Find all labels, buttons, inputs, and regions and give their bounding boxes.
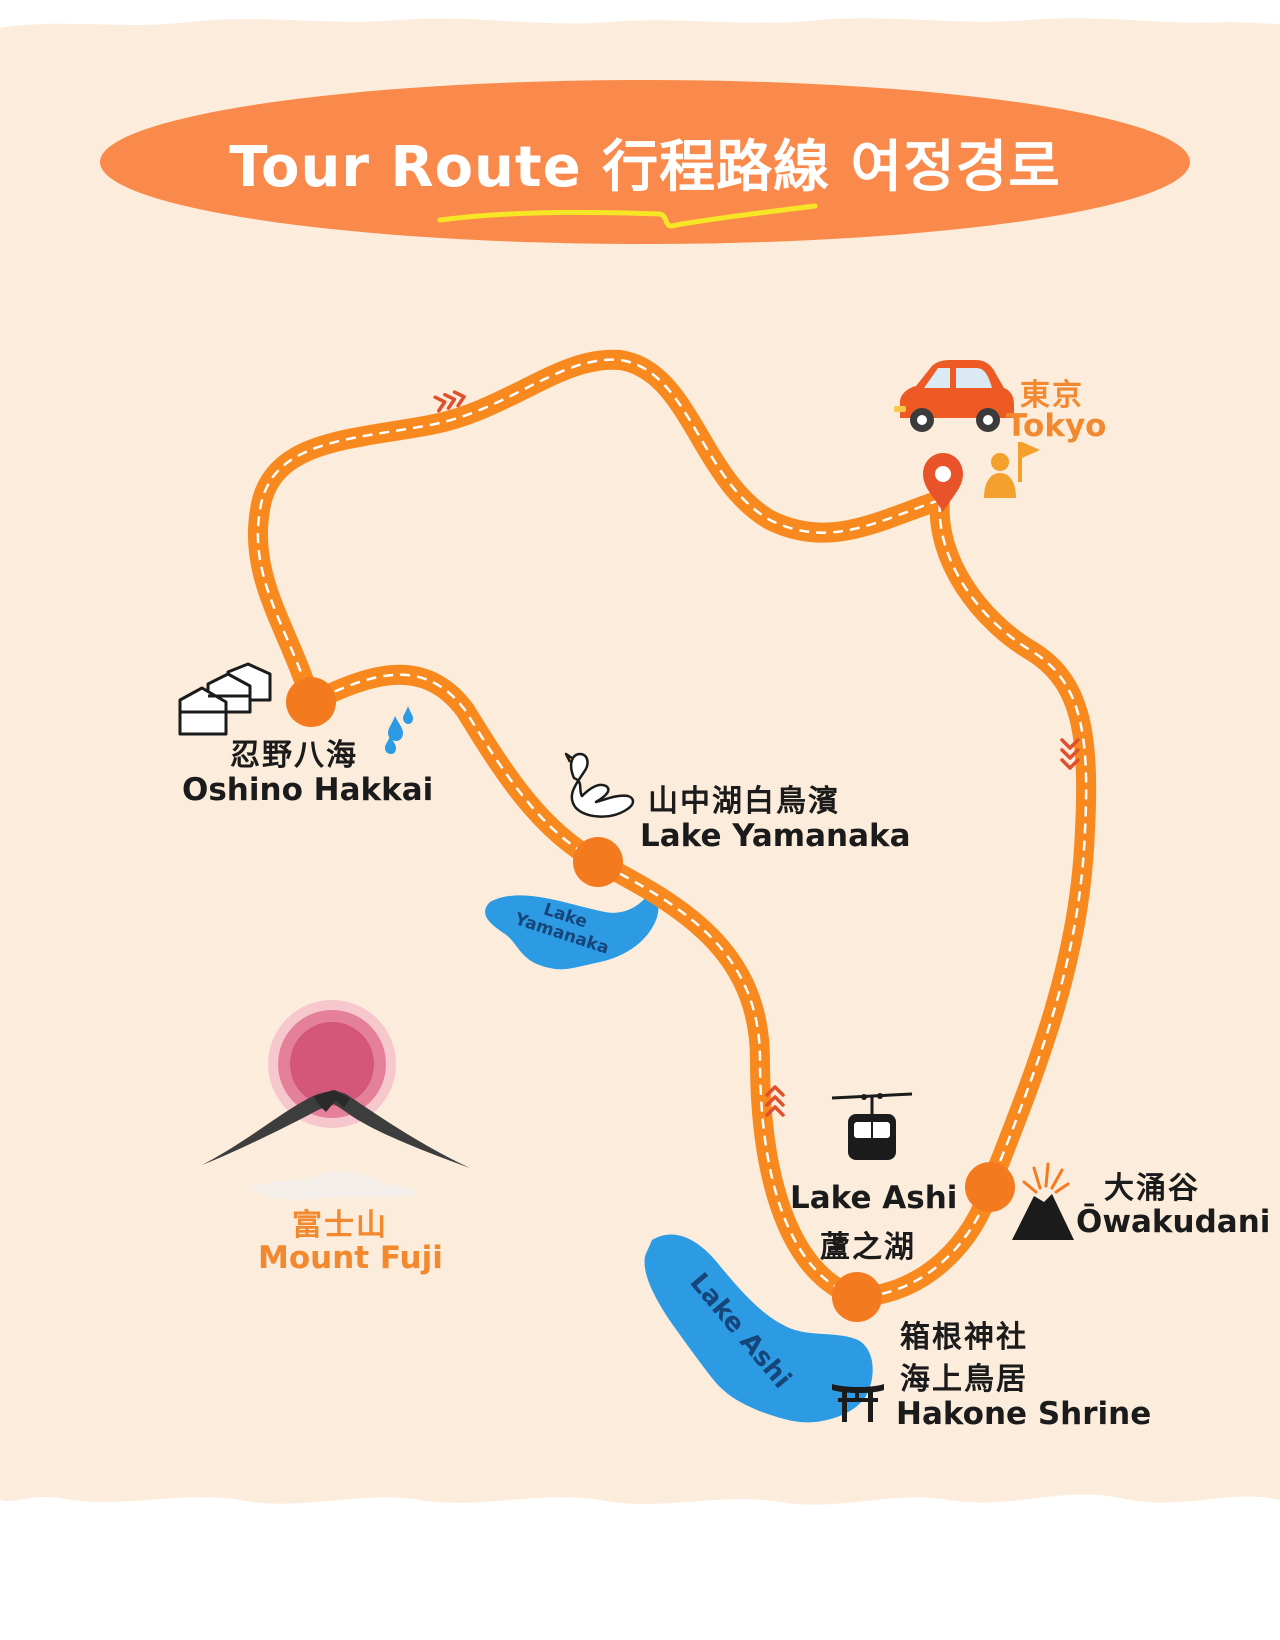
mount-fuji-label-en: Mount Fuji xyxy=(258,1240,443,1276)
direction-arrows-up xyxy=(765,1085,785,1117)
owakudani-label-en: Ōwakudani xyxy=(1076,1204,1271,1240)
direction-arrows-down xyxy=(1060,738,1080,770)
lake-ashi-label-zh: 蘆之湖 xyxy=(820,1230,916,1265)
mount-fuji-label-zh: 富士山 xyxy=(292,1208,388,1243)
owakudani-label-zh: 大涌谷 xyxy=(1104,1171,1200,1206)
oshino-hakkai-label-en: Oshino Hakkai xyxy=(182,772,434,808)
stop-marker-hakone xyxy=(832,1272,882,1322)
hakone-shrine-label-zh-1: 箱根神社 xyxy=(900,1320,1028,1355)
title-underline xyxy=(437,203,818,229)
lake-ashi-label-en: Lake Ashi xyxy=(790,1180,958,1216)
direction-arrows-right xyxy=(433,390,466,413)
water-drops-icon xyxy=(385,706,413,754)
car-icon xyxy=(894,360,1014,432)
stop-marker-owakudani xyxy=(965,1162,1015,1212)
hakone-shrine-label-en: Hakone Shrine xyxy=(896,1396,1152,1432)
title-banner xyxy=(100,80,1190,244)
lake-yamanaka-label-zh: 山中湖白鳥濱 xyxy=(648,784,840,819)
torii-gate-icon xyxy=(832,1384,884,1422)
route-dashes xyxy=(256,358,1088,1299)
lake-yamanaka-shape xyxy=(485,893,659,970)
page-title: Tour Route 行程路線 여정경로 xyxy=(229,134,1061,200)
guide-flag-icon xyxy=(984,442,1040,498)
tokyo-label-zh: 東京 xyxy=(1020,378,1084,413)
stop-marker-oshino xyxy=(286,677,336,727)
swan-icon xyxy=(564,752,635,818)
mount-fuji-icon xyxy=(202,1000,470,1200)
houses-icon xyxy=(178,662,272,736)
stop-marker-yamanaka xyxy=(573,837,623,887)
map-pin-icon xyxy=(923,453,963,512)
lake-ashi-shape xyxy=(644,1234,873,1423)
volcano-icon xyxy=(1012,1162,1074,1240)
hakone-shrine-label-zh-2: 海上鳥居 xyxy=(900,1362,1028,1397)
ropeway-gondola-icon xyxy=(831,1092,913,1160)
tokyo-label-en: Tokyo xyxy=(1006,408,1107,444)
oshino-hakkai-label-zh: 忍野八海 xyxy=(230,738,358,773)
lake-yamanaka-label-en: Lake Yamanaka xyxy=(640,818,911,854)
